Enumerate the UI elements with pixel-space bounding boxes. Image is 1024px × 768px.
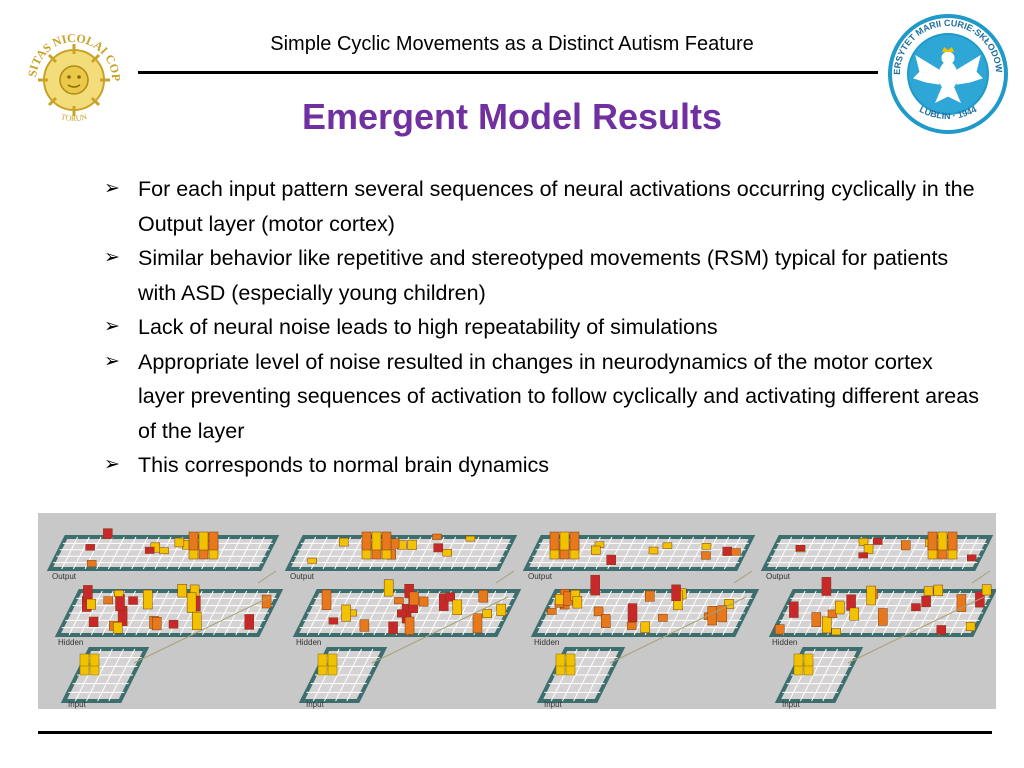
bullet-text: Appropriate level of noise resulted in c… [138, 349, 979, 443]
arrow-bullet-icon: ➢ [104, 178, 120, 199]
slide-header: Simple Cyclic Movements as a Distinct Au… [270, 33, 754, 55]
hidden-layer-label: Hidden [772, 638, 797, 647]
arrow-bullet-icon: ➢ [104, 350, 120, 372]
bullet-text: For each input pattern several sequences… [138, 177, 975, 236]
output-layer-label: Output [290, 572, 315, 581]
bullet-list: ➢ For each input pattern several sequence… [104, 172, 984, 483]
slide-title: Emergent Model Results [301, 96, 723, 137]
bullet-item: ➢ Appropriate level of noise resulted in … [104, 345, 984, 449]
input-layer-label: Input [782, 700, 801, 709]
bullet-item: ➢ Similar behavior like repetitive and st… [104, 241, 984, 310]
arrow-bullet-icon: ➢ [104, 316, 120, 337]
university-seal-left-logo: UNIVERSITAS NICOLAI COPERNICI TORUN [14, 20, 123, 123]
hidden-layer-label: Hidden [296, 638, 321, 647]
bullet-text: Lack of neural noise leads to high repea… [138, 315, 718, 339]
bullet-item: ➢ This corresponds to normal brain dynami… [104, 448, 984, 483]
arrow-bullet-icon: ➢ [104, 247, 120, 268]
output-layer-label: Output [528, 572, 553, 581]
umcs-university-logo: UNIWERSYTET MARII CURIE-SKŁODOWSKIEJ LUB… [886, 12, 1008, 134]
bullet-item: ➢ Lack of neural noise leads to high repe… [104, 310, 984, 345]
bullet-text: This corresponds to normal brain dynamic… [138, 453, 550, 477]
bullet-text: Similar behavior like repetitive and ste… [138, 246, 949, 305]
hidden-layer-label: Hidden [58, 638, 83, 647]
output-layer-label: Output [52, 572, 77, 581]
input-layer-label: Input [544, 700, 563, 709]
output-layer-label: Output [766, 572, 791, 581]
input-layer-label: Input [68, 700, 87, 709]
hidden-layer-label: Hidden [534, 638, 559, 647]
bullet-item: ➢ For each input pattern several sequence… [104, 172, 984, 241]
network-simulation-image: OutputHiddenInputOutputHiddenInputOutput… [38, 513, 996, 709]
arrow-bullet-icon: ➢ [104, 454, 120, 475]
footer-divider [38, 731, 992, 734]
header-divider [138, 71, 878, 74]
svg-text:TORUN: TORUN [60, 112, 88, 123]
input-layer-label: Input [306, 700, 325, 709]
